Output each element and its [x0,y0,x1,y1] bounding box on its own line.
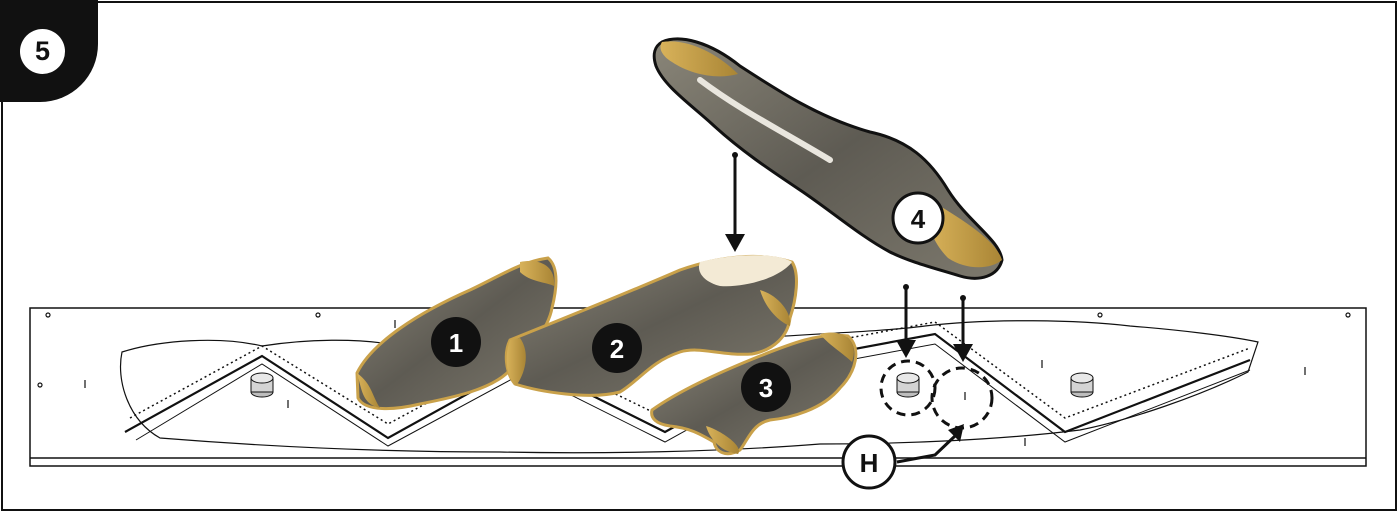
pin-peg-icon [251,373,273,397]
callout-4: 4 [893,193,943,243]
down-arrow-icon [896,284,916,358]
callout-1: 1 [431,317,481,367]
svg-text:4: 4 [911,204,926,234]
callout-2: 2 [592,323,642,373]
dashed-circle-icon [932,368,992,428]
step-number: 5 [20,29,65,74]
callout-h: H [843,436,895,488]
svg-text:2: 2 [610,334,624,364]
log-4 [654,39,1002,278]
svg-text:1: 1 [449,328,463,358]
svg-text:H: H [860,448,879,478]
callout-3: 3 [741,362,791,412]
svg-text:3: 3 [759,373,773,403]
pin-peg-icon [1071,373,1093,397]
pin-peg-icon [897,373,919,397]
down-arrow-icon [725,152,745,252]
down-arrow-icon [953,295,973,362]
